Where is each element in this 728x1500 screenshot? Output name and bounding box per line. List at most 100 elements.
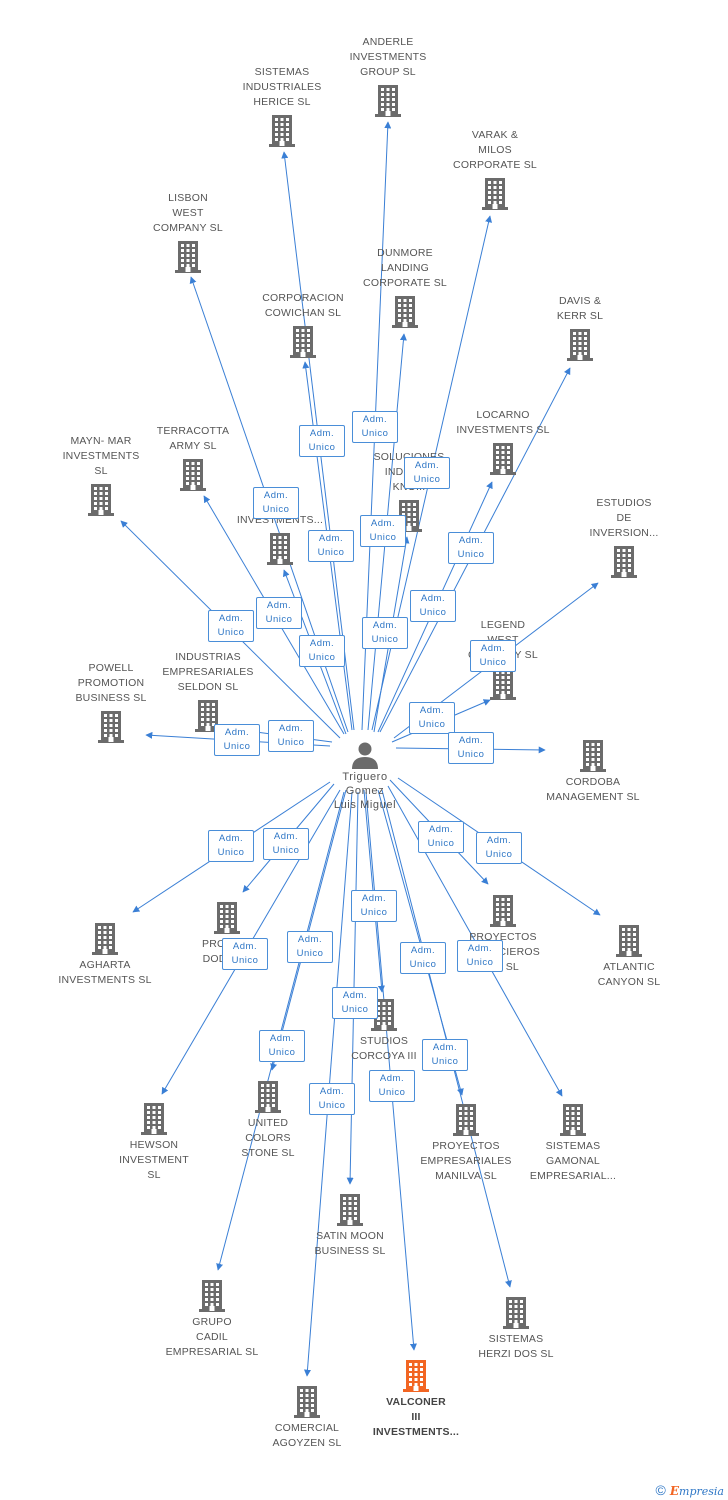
company-node-hewson[interactable]: HEWSON INVESTMENT SL bbox=[94, 1101, 214, 1183]
company-label: VARAK & MILOS CORPORATE SL bbox=[453, 129, 537, 171]
company-node-lisbon-west[interactable]: LISBON WEST COMPANY SL bbox=[128, 191, 248, 273]
company-node-agharta[interactable]: AGHARTA INVESTMENTS SL bbox=[45, 921, 165, 988]
role-badge[interactable]: Adm. Unico bbox=[256, 597, 302, 629]
edge-united-colors-stone bbox=[270, 789, 347, 1071]
company-node-studios-corcoya[interactable]: STUDIOS CORCOYA III bbox=[324, 997, 444, 1064]
role-badge[interactable]: Adm. Unico bbox=[470, 640, 516, 672]
building-icon bbox=[255, 1081, 281, 1113]
company-label: COMERCIAL AGOYZEN SL bbox=[272, 1422, 342, 1449]
company-label: DAVIS & KERR SL bbox=[556, 295, 604, 322]
company-label: VALCONER III INVESTMENTS... bbox=[372, 1396, 460, 1438]
building-icon bbox=[371, 999, 397, 1031]
footer-brand[interactable]: ©Empresia bbox=[656, 1482, 724, 1498]
building-icon bbox=[199, 1280, 225, 1312]
company-label: LISBON WEST COMPANY SL bbox=[153, 192, 223, 234]
company-node-davis-kerr[interactable]: DAVIS & KERR SL bbox=[520, 294, 640, 361]
building-icon bbox=[294, 1386, 320, 1418]
role-badge[interactable]: Adm. Unico bbox=[268, 720, 314, 752]
company-node-anderle[interactable]: ANDERLE INVESTMENTS GROUP SL bbox=[328, 35, 448, 117]
company-label: LOCARNO INVESTMENTS SL bbox=[456, 409, 550, 436]
company-label: CORPORACION COWICHAN SL bbox=[262, 292, 344, 319]
role-badge[interactable]: Adm. Unico bbox=[422, 1039, 468, 1071]
company-node-valconer[interactable]: VALCONER III INVESTMENTS... bbox=[356, 1358, 476, 1440]
role-badge[interactable]: Adm. Unico bbox=[457, 940, 503, 972]
company-node-sistemas-gamonal[interactable]: SISTEMAS GAMONAL EMPRESARIAL... bbox=[513, 1102, 633, 1184]
role-badge[interactable]: Adm. Unico bbox=[409, 702, 455, 734]
building-icon bbox=[92, 923, 118, 955]
person-name: Triguero Gomez Luis Miguel bbox=[333, 771, 397, 811]
building-icon bbox=[403, 1360, 429, 1392]
center-person-node[interactable]: Triguero Gomez Luis Miguel bbox=[305, 740, 425, 812]
role-badge[interactable]: Adm. Unico bbox=[418, 821, 464, 853]
role-badge[interactable]: Adm. Unico bbox=[448, 732, 494, 764]
company-node-atlantic-canyon[interactable]: ATLANTIC CANYON SL bbox=[569, 923, 689, 990]
company-node-industrias-seldon[interactable]: INDUSTRIAS EMPRESARIALES SELDON SL bbox=[148, 650, 268, 732]
company-node-united-colors-stone[interactable]: UNITED COLORS STONE SL bbox=[208, 1079, 328, 1161]
building-icon bbox=[141, 1103, 167, 1135]
role-badge[interactable]: Adm. Unico bbox=[259, 1030, 305, 1062]
company-label: SISTEMAS HERZI DOS SL bbox=[478, 1333, 554, 1360]
role-badge[interactable]: Adm. Unico bbox=[309, 1083, 355, 1115]
building-icon bbox=[490, 895, 516, 927]
company-label: ANDERLE INVESTMENTS GROUP SL bbox=[349, 36, 427, 78]
building-icon bbox=[290, 326, 316, 358]
building-icon bbox=[482, 178, 508, 210]
role-badge[interactable]: Adm. Unico bbox=[362, 617, 408, 649]
role-badge[interactable]: Adm. Unico bbox=[410, 590, 456, 622]
company-label: TERRACOTTA ARMY SL bbox=[156, 425, 230, 452]
company-node-mayn-mar[interactable]: MAYN- MAR INVESTMENTS SL bbox=[41, 434, 161, 516]
building-icon bbox=[269, 115, 295, 147]
role-badge[interactable]: Adm. Unico bbox=[287, 931, 333, 963]
company-node-sistemas-herzi[interactable]: SISTEMAS HERZI DOS SL bbox=[456, 1295, 576, 1362]
role-badge[interactable]: Adm. Unico bbox=[351, 890, 397, 922]
building-icon bbox=[88, 484, 114, 516]
company-node-sistemas-industriales-herice[interactable]: SISTEMAS INDUSTRIALES HERICE SL bbox=[222, 65, 342, 147]
role-badge[interactable]: Adm. Unico bbox=[222, 938, 268, 970]
copyright-symbol: © bbox=[655, 1482, 666, 1498]
brand-name: mpresia bbox=[679, 1485, 724, 1498]
company-node-satin-moon[interactable]: SATIN MOON BUSINESS SL bbox=[290, 1192, 410, 1259]
company-node-dunmore-landing[interactable]: DUNMORE LANDING CORPORATE SL bbox=[345, 246, 465, 328]
company-node-estudios-inversion[interactable]: ESTUDIOS DE INVERSION... bbox=[564, 496, 684, 578]
company-label: UNITED COLORS STONE SL bbox=[241, 1117, 295, 1159]
company-node-cordoba-management[interactable]: CORDOBA MANAGEMENT SL bbox=[533, 738, 653, 805]
role-badge[interactable]: Adm. Unico bbox=[404, 457, 450, 489]
edge-sistemas-herzi bbox=[381, 789, 512, 1288]
company-node-varak-milos[interactable]: VARAK & MILOS CORPORATE SL bbox=[435, 128, 555, 210]
role-badge[interactable]: Adm. Unico bbox=[299, 425, 345, 457]
role-badge[interactable]: Adm. Unico bbox=[448, 532, 494, 564]
company-node-powell-promotion[interactable]: POWELL PROMOTION BUSINESS SL bbox=[51, 661, 171, 743]
role-badge[interactable]: Adm. Unico bbox=[369, 1070, 415, 1102]
role-badge[interactable]: Adm. Unico bbox=[253, 487, 299, 519]
company-node-corporacion-cowichan[interactable]: CORPORACION COWICHAN SL bbox=[243, 291, 363, 358]
role-badge[interactable]: Adm. Unico bbox=[208, 610, 254, 642]
building-icon bbox=[180, 459, 206, 491]
company-label: ATLANTIC CANYON SL bbox=[597, 961, 661, 988]
role-badge[interactable]: Adm. Unico bbox=[214, 724, 260, 756]
role-badge[interactable]: Adm. Unico bbox=[332, 987, 378, 1019]
company-label: SISTEMAS INDUSTRIALES HERICE SL bbox=[242, 66, 322, 108]
company-label: STUDIOS CORCOYA III bbox=[351, 1035, 417, 1062]
role-badge[interactable]: Adm. Unico bbox=[299, 635, 345, 667]
building-icon bbox=[490, 668, 516, 700]
company-label: PROYECTOS EMPRESARIALES MANILVA SL bbox=[420, 1140, 512, 1182]
building-icon bbox=[453, 1104, 479, 1136]
company-node-terracotta-army[interactable]: TERRACOTTA ARMY SL bbox=[133, 424, 253, 491]
role-badge[interactable]: Adm. Unico bbox=[208, 830, 254, 862]
company-node-grupo-cadil[interactable]: GRUPO CADIL EMPRESARIAL SL bbox=[152, 1278, 272, 1360]
building-icon bbox=[567, 329, 593, 361]
role-badge[interactable]: Adm. Unico bbox=[308, 530, 354, 562]
company-label: INDUSTRIAS EMPRESARIALES SELDON SL bbox=[162, 651, 254, 693]
building-icon bbox=[560, 1104, 586, 1136]
company-node-comercial-agoyzen[interactable]: COMERCIAL AGOYZEN SL bbox=[247, 1384, 367, 1451]
company-label: HEWSON INVESTMENT SL bbox=[119, 1139, 189, 1181]
company-node-proyectos-manilva[interactable]: PROYECTOS EMPRESARIALES MANILVA SL bbox=[406, 1102, 526, 1184]
role-badge[interactable]: Adm. Unico bbox=[476, 832, 522, 864]
role-badge[interactable]: Adm. Unico bbox=[400, 942, 446, 974]
company-label: ESTUDIOS DE INVERSION... bbox=[589, 497, 659, 539]
role-badge[interactable]: Adm. Unico bbox=[352, 411, 398, 443]
role-badge[interactable]: Adm. Unico bbox=[360, 515, 406, 547]
role-badge[interactable]: Adm. Unico bbox=[263, 828, 309, 860]
company-label: SATIN MOON BUSINESS SL bbox=[314, 1230, 386, 1257]
company-node-locarno[interactable]: LOCARNO INVESTMENTS SL bbox=[443, 408, 563, 475]
